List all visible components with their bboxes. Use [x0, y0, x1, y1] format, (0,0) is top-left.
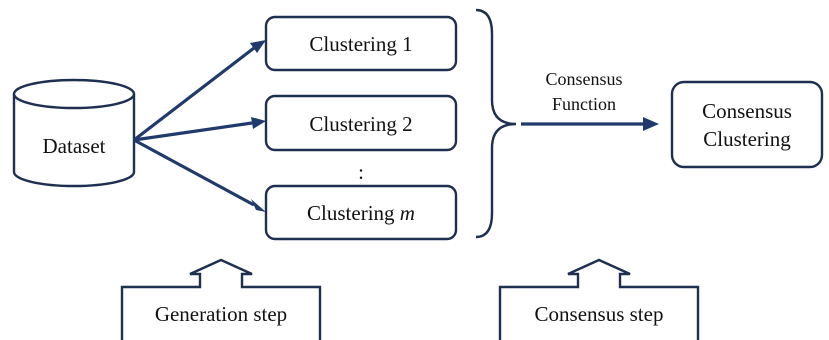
- arrowhead-clustering-1: [250, 40, 266, 53]
- consensus-clustering-line2: Clustering: [703, 127, 791, 151]
- consensus-function-label-line1: Consensus: [545, 69, 622, 89]
- clustering-2-box: Clustering 2: [264, 94, 458, 152]
- clustering-1-label: Clustering 1: [309, 32, 412, 56]
- clustering-1-box: Clustering 1: [264, 15, 458, 72]
- clustering-2-label: Clustering 2: [309, 112, 412, 136]
- consensus-function-label-line2: Function: [552, 94, 616, 114]
- clustering-m-label: Clustering m: [307, 201, 415, 225]
- consensus-step-label: Consensus step: [535, 302, 664, 326]
- consensus-function-arrowhead: [643, 117, 659, 131]
- consensus-clustering-line1: Consensus: [702, 99, 792, 123]
- arrow-to-clustering-m: [133, 138, 255, 207]
- arrow-to-clustering-1: [133, 46, 255, 142]
- right-curly-brace: [475, 8, 517, 239]
- arrowhead-clustering-m: [251, 199, 266, 212]
- generation-step-label: Generation step: [155, 302, 287, 326]
- ellipsis-dots: :: [358, 160, 364, 184]
- dataset-cylinder: Dataset: [12, 78, 136, 188]
- arrow-to-clustering-2: [133, 121, 253, 142]
- generation-arrows: [133, 40, 266, 212]
- generation-step-callout: Generation step: [120, 258, 322, 340]
- consensus-step-callout: Consensus step: [498, 258, 700, 340]
- clustering-m-box: Clustering m: [264, 184, 458, 241]
- arrowhead-clustering-2: [251, 117, 266, 129]
- consensus-clustering-box: Consensus Clustering: [670, 80, 824, 169]
- dataset-label: Dataset: [43, 134, 106, 158]
